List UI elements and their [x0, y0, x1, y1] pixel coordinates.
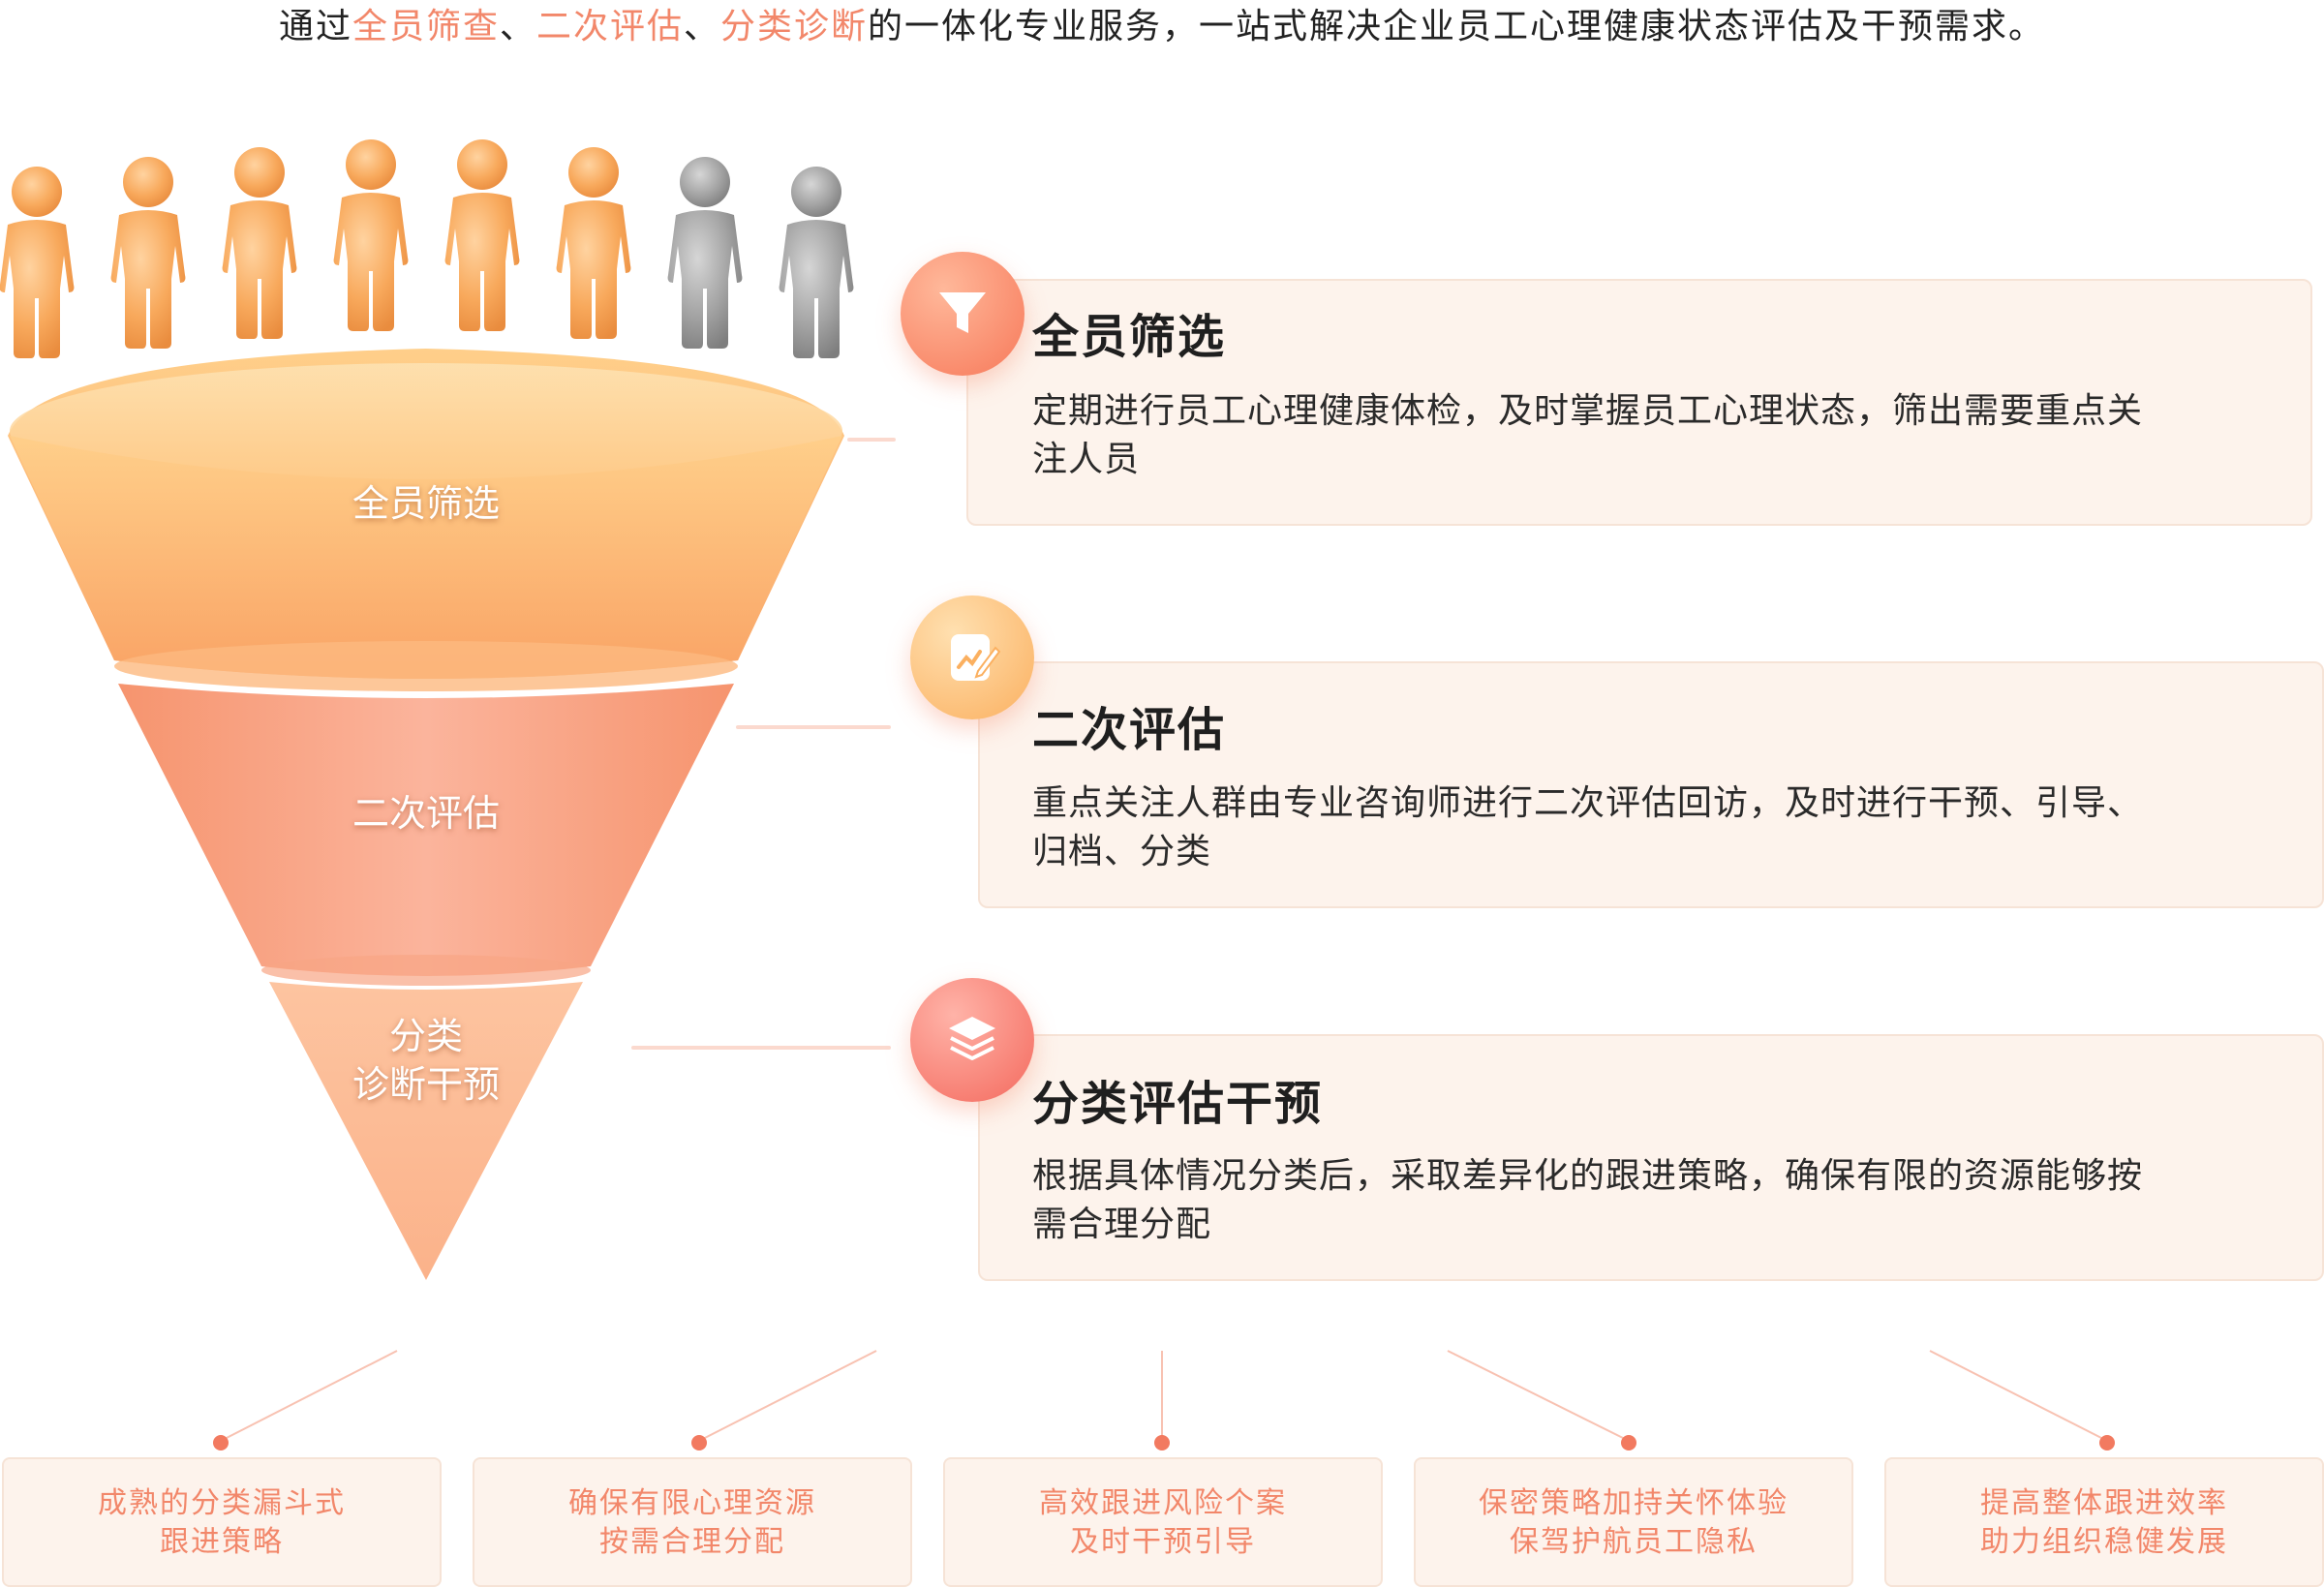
- stage-card-assessment-desc-line1: 重点关注人群由专业咨询师进行二次评估回访，及时进行干预、引导、: [1032, 783, 2144, 823]
- feature-pointer-lines: [213, 1350, 2115, 1451]
- funnel-label-stage-3-line1: 分类: [388, 1015, 463, 1057]
- feature-line1: 提高整体跟进效率: [1980, 1486, 2228, 1520]
- intro-suffix: 的一体化专业服务，一站式解决企业员工心理健康状态评估及干预需求。: [868, 7, 2046, 46]
- feature-line1: 保密策略加持关怀体验: [1479, 1486, 1789, 1520]
- intro-highlight-screening: 全员筛查: [352, 7, 500, 46]
- person-figure: [779, 167, 854, 358]
- feature-line2: 按需合理分配: [599, 1525, 785, 1559]
- funnel-label-stage-1: 全员筛选: [352, 482, 500, 525]
- funnel-stage-3: [269, 982, 583, 1280]
- pointer-dot: [2099, 1435, 2115, 1451]
- funnel-stage-1-body: [10, 436, 842, 679]
- intro-separator: 、: [684, 7, 721, 46]
- intro-separator: 、: [499, 7, 536, 46]
- feature-box-risk-followup: 高效跟进风险个案 及时干预引导: [943, 1457, 1383, 1587]
- stage-card-assessment-desc: 重点关注人群由专业咨询师进行二次评估回访，及时进行干预、引导、 归档、分类: [1032, 779, 2281, 876]
- stage-card-assessment-title: 二次评估: [1032, 703, 1227, 757]
- stage-card-intervention-desc-line2: 需合理分配: [1032, 1205, 1212, 1244]
- stage-card-intervention-desc: 根据具体情况分类后，采取差异化的跟进策略，确保有限的资源能够按 需合理分配: [1032, 1152, 2281, 1249]
- feature-line2: 保驾护航员工隐私: [1510, 1525, 1758, 1559]
- stage-card-screening-desc-line2: 注人员: [1032, 440, 1141, 479]
- feature-line1: 高效跟进风险个案: [1039, 1486, 1287, 1520]
- people-figures: [0, 139, 854, 358]
- person-figure-highlighted: [0, 167, 75, 358]
- feature-line2: 及时干预引导: [1070, 1525, 1256, 1559]
- pointer-line: [220, 1350, 398, 1442]
- funnel-label-stage-3: 分类 诊断干预: [281, 1012, 571, 1109]
- person-figure-highlighted: [222, 147, 297, 339]
- pointer-dot: [1154, 1435, 1170, 1451]
- feature-box-privacy: 保密策略加持关怀体验 保驾护航员工隐私: [1414, 1457, 1853, 1587]
- pointer-line: [1447, 1350, 1630, 1442]
- person-figure: [667, 157, 743, 349]
- edit-note-icon: [951, 634, 1001, 681]
- stage-card-intervention: [978, 1034, 2324, 1281]
- layers-icon: [949, 1017, 995, 1060]
- funnel-label-stage-2: 二次评估: [352, 792, 500, 835]
- funnel-stage-2-lip: [261, 955, 591, 986]
- intro-sentence: 通过全员筛查、二次评估、分类诊断的一体化专业服务，一站式解决企业员工心理健康状态…: [0, 0, 2324, 58]
- funnel-label-stage-3-line2: 诊断干预: [352, 1063, 500, 1106]
- stage-card-intervention-title: 分类评估干预: [1032, 1077, 1324, 1131]
- intro-highlight-assessment: 二次评估: [535, 7, 684, 46]
- person-figure-highlighted: [333, 139, 409, 331]
- pointer-line: [698, 1350, 877, 1442]
- stage-card-intervention-icon: [910, 978, 1034, 1102]
- stage-card-assessment-icon: [910, 596, 1034, 719]
- stage-card-assessment-desc-line2: 归档、分类: [1032, 832, 1212, 871]
- pointer-line: [1929, 1350, 2108, 1442]
- pointer-dot: [691, 1435, 707, 1451]
- funnel-stage-2: [118, 684, 734, 976]
- feature-line2: 助力组织稳健发展: [1980, 1525, 2228, 1559]
- feature-box-resources: 确保有限心理资源 按需合理分配: [473, 1457, 912, 1587]
- funnel-diagram: [8, 349, 844, 1280]
- stage-card-screening-desc: 定期进行员工心理健康体检，及时掌握员工心理状态，筛出需要重点关 注人员: [1032, 387, 2281, 484]
- stage-card-screening-title: 全员筛选: [1032, 310, 1227, 364]
- stage-card-screening-desc-line1: 定期进行员工心理健康体检，及时掌握员工心理状态，筛出需要重点关: [1032, 391, 2144, 431]
- pointer-dot: [213, 1435, 229, 1451]
- feature-line1: 成熟的分类漏斗式: [98, 1486, 346, 1520]
- person-figure-highlighted: [444, 139, 520, 331]
- stage-card-intervention-desc-line1: 根据具体情况分类后，采取差异化的跟进策略，确保有限的资源能够按: [1032, 1156, 2144, 1196]
- funnel-stage-1-lip: [114, 641, 738, 691]
- feature-box-strategy: 成熟的分类漏斗式 跟进策略: [2, 1457, 442, 1587]
- person-figure-highlighted: [110, 157, 186, 349]
- pointer-dot: [1621, 1435, 1636, 1451]
- connector-stage-1: [847, 438, 896, 442]
- feature-box-efficiency: 提高整体跟进效率 助力组织稳健发展: [1884, 1457, 2324, 1587]
- feature-line2: 跟进策略: [160, 1525, 284, 1559]
- funnel-rim: [10, 363, 842, 499]
- stage-card-screening-icon: [901, 252, 1024, 376]
- intro-prefix: 通过: [278, 7, 352, 46]
- stage-card-screening: [966, 279, 2312, 526]
- connector-stage-3: [631, 1046, 891, 1050]
- intro-highlight-diagnosis: 分类诊断: [720, 7, 869, 46]
- feature-line1: 确保有限心理资源: [568, 1486, 816, 1520]
- person-figure-highlighted: [556, 147, 631, 339]
- funnel-icon: [939, 292, 986, 333]
- stage-card-assessment: [978, 661, 2324, 908]
- connector-stage-2: [736, 725, 891, 729]
